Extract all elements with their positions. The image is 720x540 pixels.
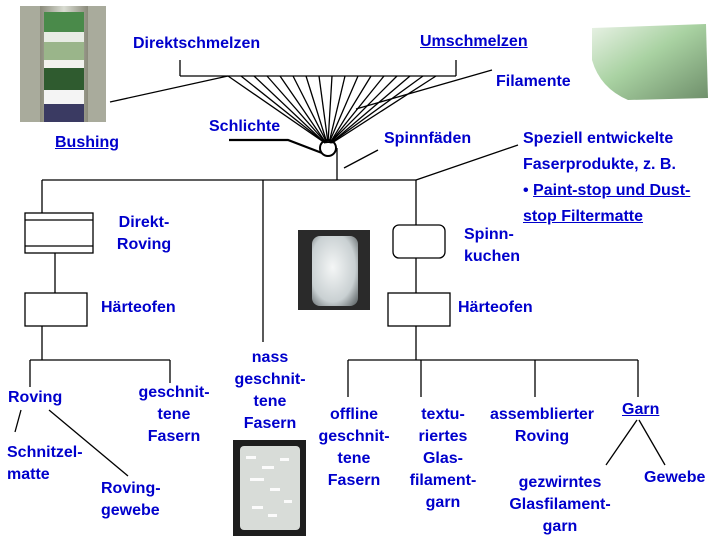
bushing-link[interactable]: Bushing bbox=[55, 134, 119, 151]
rovinggewebe-label: Roving- gewebe bbox=[101, 480, 161, 519]
schnitzelmatte-label: Schnitzel- matte bbox=[7, 444, 83, 483]
haerteofen-left-label: Härteofen bbox=[101, 299, 176, 316]
offline-geschnittene-fasern-label: offline geschnit- tene Fasern bbox=[318, 406, 390, 489]
speziell-label: Speziell entwickelte Faserprodukte, z. B… bbox=[523, 130, 676, 173]
roving-label: Roving bbox=[8, 389, 63, 406]
gezwirntes-glasfilamentgarn-label: gezwirntes Glasfilament- garn bbox=[509, 474, 611, 535]
spinnfaeden-label: Spinnfäden bbox=[384, 130, 472, 147]
direktschmelzen-label: Direktschmelzen bbox=[133, 35, 261, 52]
paint-stop-link[interactable]: Paint-stop und Dust- bbox=[533, 182, 691, 199]
schlichte-label: Schlichte bbox=[209, 118, 281, 135]
filamente-label: Filamente bbox=[496, 73, 571, 90]
chopped-fiber-bag-photo bbox=[233, 440, 306, 536]
umschmelzen-link[interactable]: Umschmelzen bbox=[420, 33, 528, 50]
haerteofen-right-label: Härteofen bbox=[458, 299, 533, 316]
paint-stop-item: • Paint-stop und Dust-stop Filtermatte bbox=[523, 178, 690, 230]
filtermatte-link[interactable]: stop Filtermatte bbox=[523, 208, 644, 225]
gewebe-label: Gewebe bbox=[644, 469, 706, 486]
geschnittene-fasern-label: geschnit- tene Fasern bbox=[138, 384, 210, 445]
garn-link[interactable]: Garn bbox=[622, 401, 660, 418]
texturiertes-glasfilamentgarn-label: textu- riertes Glas- filament- garn bbox=[409, 406, 477, 511]
assemblierter-roving-label: assemblierter Roving bbox=[489, 406, 595, 445]
direkt-roving-label: Direkt- Roving bbox=[116, 214, 172, 253]
yarn-spool-photo bbox=[298, 230, 370, 310]
spinnkuchen-label: Spinn- kuchen bbox=[464, 226, 521, 265]
glass-filament-photo bbox=[586, 20, 708, 102]
bullet: • bbox=[523, 182, 534, 199]
glass-bead-column-photo bbox=[20, 6, 106, 122]
nass-geschnittene-fasern-label: nass geschnit- tene Fasern bbox=[234, 349, 306, 432]
